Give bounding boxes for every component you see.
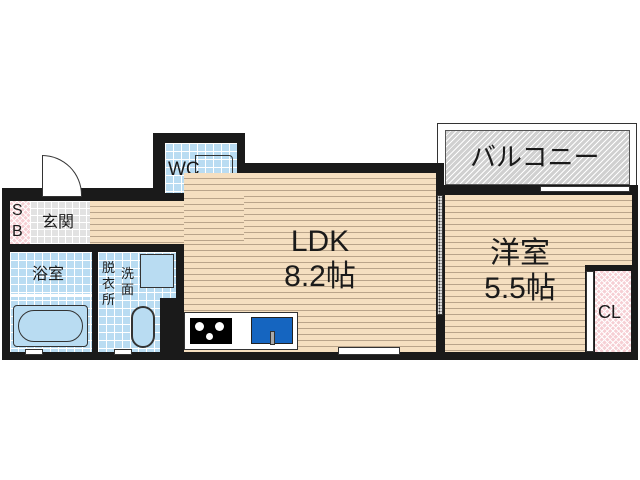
bathroom-divider: [10, 294, 92, 297]
entrance: [30, 201, 90, 244]
bathroom-window[interactable]: [25, 349, 43, 355]
ldk-label: LDK 8.2帖: [260, 225, 380, 294]
dressing-label-2: 衣: [102, 277, 116, 292]
shoe-box-b: B: [12, 223, 23, 240]
western-room-label: 洋室 5.5帖: [470, 237, 570, 306]
entrance-label: 玄関: [42, 212, 75, 231]
wash-partition: [160, 298, 178, 352]
western-room-name: 洋室: [490, 237, 550, 270]
shoe-box: [10, 201, 30, 244]
ldk-window[interactable]: [338, 347, 400, 355]
closet-top-wall: [585, 265, 632, 271]
ldk-entry: [184, 193, 244, 243]
hallway: [90, 201, 190, 244]
washbasin-label-2: 面: [121, 283, 135, 298]
burner-2: [215, 322, 224, 331]
shoe-box-s: S: [12, 202, 23, 219]
washbasin-label-1: 洗: [121, 267, 135, 282]
bathtub-inner: [18, 310, 83, 342]
dressing-label-1: 脱: [102, 261, 116, 276]
closet-door[interactable]: [586, 271, 594, 352]
balcony-window[interactable]: [540, 186, 630, 192]
washbasin-bowl: [131, 306, 155, 348]
balcony-label: バルコニー: [470, 143, 600, 173]
dressing-window[interactable]: [114, 349, 132, 355]
closet: [595, 271, 631, 352]
washing-machine: [140, 254, 174, 288]
ldk-size: 8.2帖: [284, 259, 356, 293]
burner-3: [206, 333, 213, 340]
dressing-label-3: 所: [102, 293, 116, 308]
western-room-lower: [445, 195, 632, 265]
sliding-door-ldk[interactable]: [437, 195, 443, 315]
closet-label: CL: [598, 302, 622, 322]
faucet: [270, 331, 275, 345]
balcony: [445, 130, 630, 185]
burner-1: [195, 322, 204, 331]
ldk-name: LDK: [290, 225, 350, 258]
entrance-door-swing: [42, 155, 82, 197]
bathroom-label: 浴室: [32, 264, 65, 283]
western-room-size: 5.5帖: [484, 271, 556, 305]
